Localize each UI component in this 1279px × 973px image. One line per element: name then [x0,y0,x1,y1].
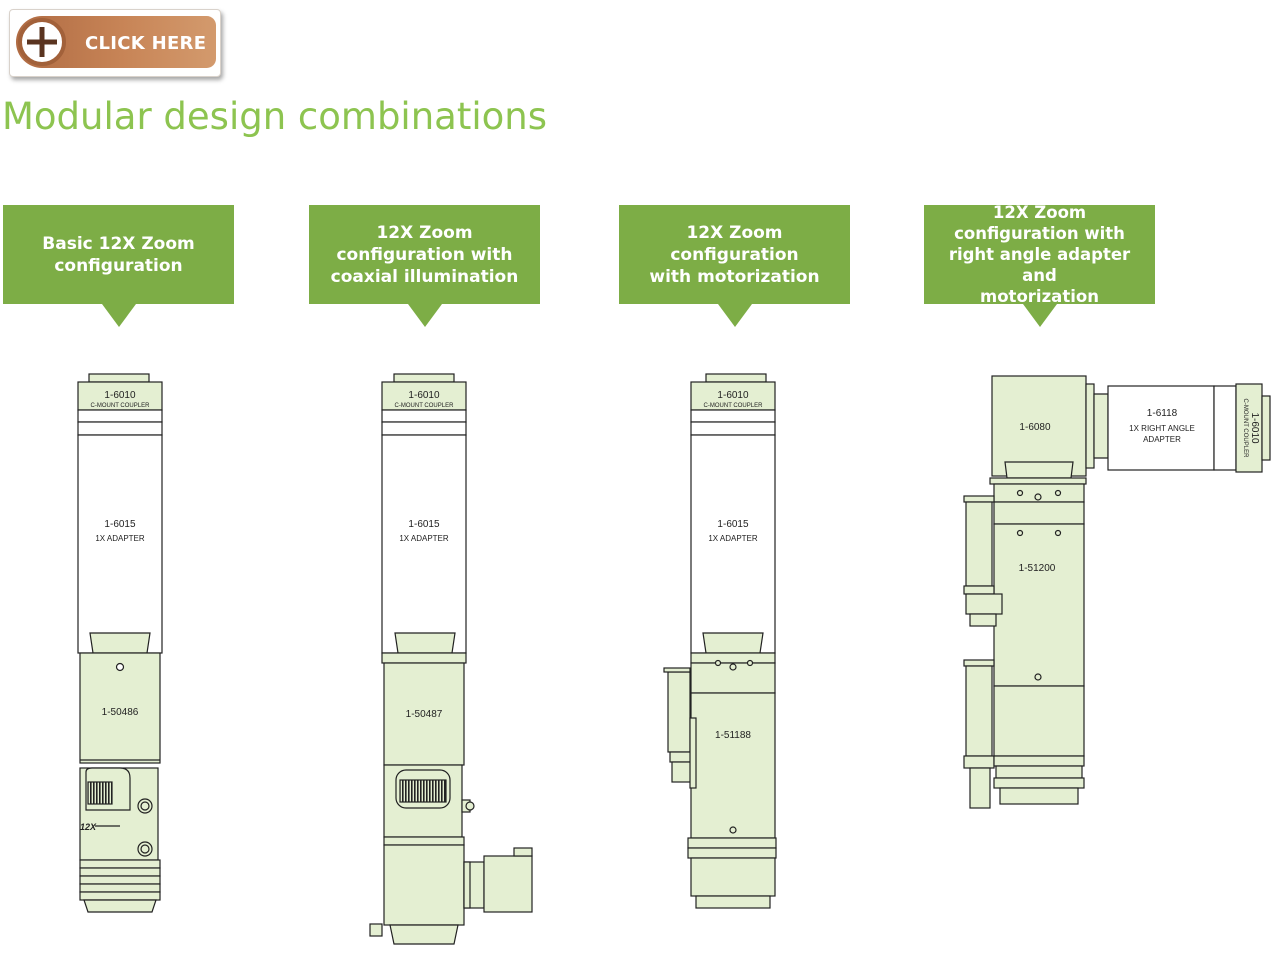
assembly-motorized [663,373,777,909]
motor-unit [667,671,691,753]
callout-coaxial-config: 12X Zoom configuration with coaxial illu… [309,205,540,327]
part-code-body-2: 1-50487 [406,709,443,720]
part-name-adapter-2: 1X ADAPTER [399,534,449,543]
part-name-right-angle-4-line1: 1X RIGHT ANGLE [1129,424,1195,433]
motor-upper [965,501,993,587]
zoom-marking: 12X [80,822,97,832]
assembly-right-angle [963,375,1271,809]
assembly-basic [77,373,163,913]
part-name-adapter-3: 1X ADAPTER [708,534,758,543]
part-code-adapter-1: 1-6015 [104,519,136,530]
part-code-right-angle-4: 1-6118 [1147,408,1178,419]
part-name-adapter-1: 1X ADAPTER [95,534,145,543]
plus-circle-icon [18,18,66,66]
part-code-head-4: 1-6080 [1019,422,1051,433]
part-code-coupler-2: 1-6010 [408,390,440,401]
part-name-coupler-2: C-MOUNT COUPLER [395,403,455,409]
part-code-body-3: 1-51188 [715,730,751,741]
callout-motorized-config-text: 12X Zoom configuration with motorization [649,222,820,287]
illuminator [483,855,533,913]
part-code-adapter-2: 1-6015 [408,519,440,530]
adapter-tube [77,434,163,654]
part-code-coupler-1: 1-6010 [104,390,136,401]
page-title: Modular design combinations [2,95,547,138]
adapter-neck [89,632,151,654]
part-code-coupler-3: 1-6010 [717,390,749,401]
coaxial-knob [399,779,447,803]
part-name-right-angle-4-line2: ADAPTER [1143,435,1181,444]
motor-lower [965,665,993,757]
zoom-knob [87,781,113,805]
part-name-coupler-1: C-MOUNT COUPLER [91,403,151,409]
right-angle-tube [1107,385,1215,471]
part-code-body-4: 1-51200 [1019,563,1056,574]
click-here-label: CLICK HERE [85,33,207,54]
zoom-body [79,652,161,764]
part-name-coupler-4: C-MOUNT COUPLER [1242,399,1248,459]
assembly-coaxial [369,373,533,945]
callout-basic-config: Basic 12X Zoom configuration [3,205,234,327]
part-code-coupler-4: 1-6010 [1249,412,1260,444]
callout-coaxial-config-text: 12X Zoom configuration with coaxial illu… [330,222,519,287]
callout-basic-config-text: Basic 12X Zoom configuration [42,233,195,276]
part-name-coupler-3: C-MOUNT COUPLER [704,403,764,409]
callout-right-angle-config-text: 12X Zoom configuration with right angle … [948,203,1131,306]
coupler-body [77,381,163,411]
click-here-pill: CLICK HERE [16,16,216,68]
coupler-cap [88,373,150,383]
callout-right-angle-config: 12X Zoom configuration with right angle … [924,203,1155,327]
click-here-button[interactable]: CLICK HERE [9,9,221,77]
part-code-body-1: 1-50486 [102,707,139,718]
part-code-adapter-3: 1-6015 [717,519,749,530]
callout-motorized-config: 12X Zoom configuration with motorization [619,205,850,327]
